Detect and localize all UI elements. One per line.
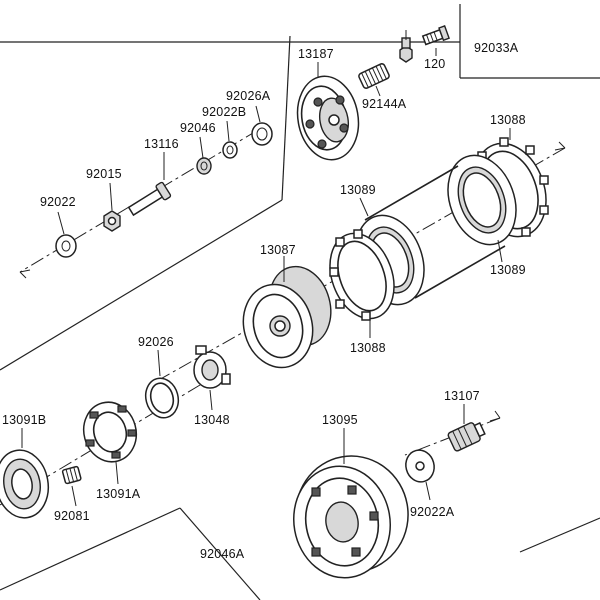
- label-92046A: 92046A: [200, 547, 245, 561]
- gear-13091A: [82, 401, 138, 485]
- nut-92046: [196, 136, 212, 175]
- label-13087: 13087: [260, 243, 296, 257]
- washer-92022: [55, 211, 77, 258]
- push-rod-13116: [127, 152, 172, 217]
- sleeve-13048: [193, 345, 231, 411]
- label-13107: 13107: [444, 389, 480, 403]
- label-92026: 92026: [138, 335, 174, 349]
- label-13091A: 13091A: [96, 487, 141, 501]
- label-13089-top: 13089: [340, 183, 376, 197]
- label-92046: 92046: [180, 121, 216, 135]
- label-13187: 13187: [298, 47, 334, 61]
- label-92144A: 92144A: [362, 97, 407, 111]
- label-13088-bottom: 13088: [350, 341, 386, 355]
- part-labels: 13187 120 92033A 92144A 92026A 92022B 92…: [2, 41, 526, 561]
- washer-92026A: [251, 105, 273, 146]
- label-92026A: 92026A: [226, 89, 271, 103]
- label-13091B: 13091B: [2, 413, 46, 427]
- gear-13091B: [0, 428, 50, 519]
- diagram-frame-lines: [0, 4, 600, 600]
- plate-stack-outline: [364, 165, 506, 299]
- label-92033A: 92033A: [474, 41, 519, 55]
- label-13116: 13116: [144, 137, 179, 151]
- label-120: 120: [424, 57, 445, 71]
- label-92022B: 92022B: [202, 105, 246, 119]
- nut-92015: [103, 182, 121, 232]
- bearing-13107: [447, 404, 486, 452]
- clutch-housing-13095: [292, 428, 409, 579]
- label-92022A: 92022A: [410, 505, 455, 519]
- spring-92081: [61, 465, 82, 507]
- label-92015: 92015: [86, 167, 122, 181]
- ring-92026: [144, 349, 180, 419]
- label-13048: 13048: [194, 413, 230, 427]
- label-13089-right: 13089: [490, 263, 526, 277]
- label-92022: 92022: [40, 195, 76, 209]
- clutch-hub-13087: [242, 256, 332, 369]
- washer-92022A: [405, 449, 435, 501]
- label-92081: 92081: [54, 509, 90, 523]
- steel-plate-13088-bottom: [329, 229, 395, 338]
- spring-92144A: [358, 63, 390, 97]
- bolt-120: [399, 25, 450, 63]
- washer-92022B: [222, 120, 238, 159]
- label-13095: 13095: [322, 413, 358, 427]
- friction-plate-13089-right: [447, 154, 517, 263]
- pressure-plate-13187: [296, 62, 360, 161]
- label-13088-top: 13088: [490, 113, 526, 127]
